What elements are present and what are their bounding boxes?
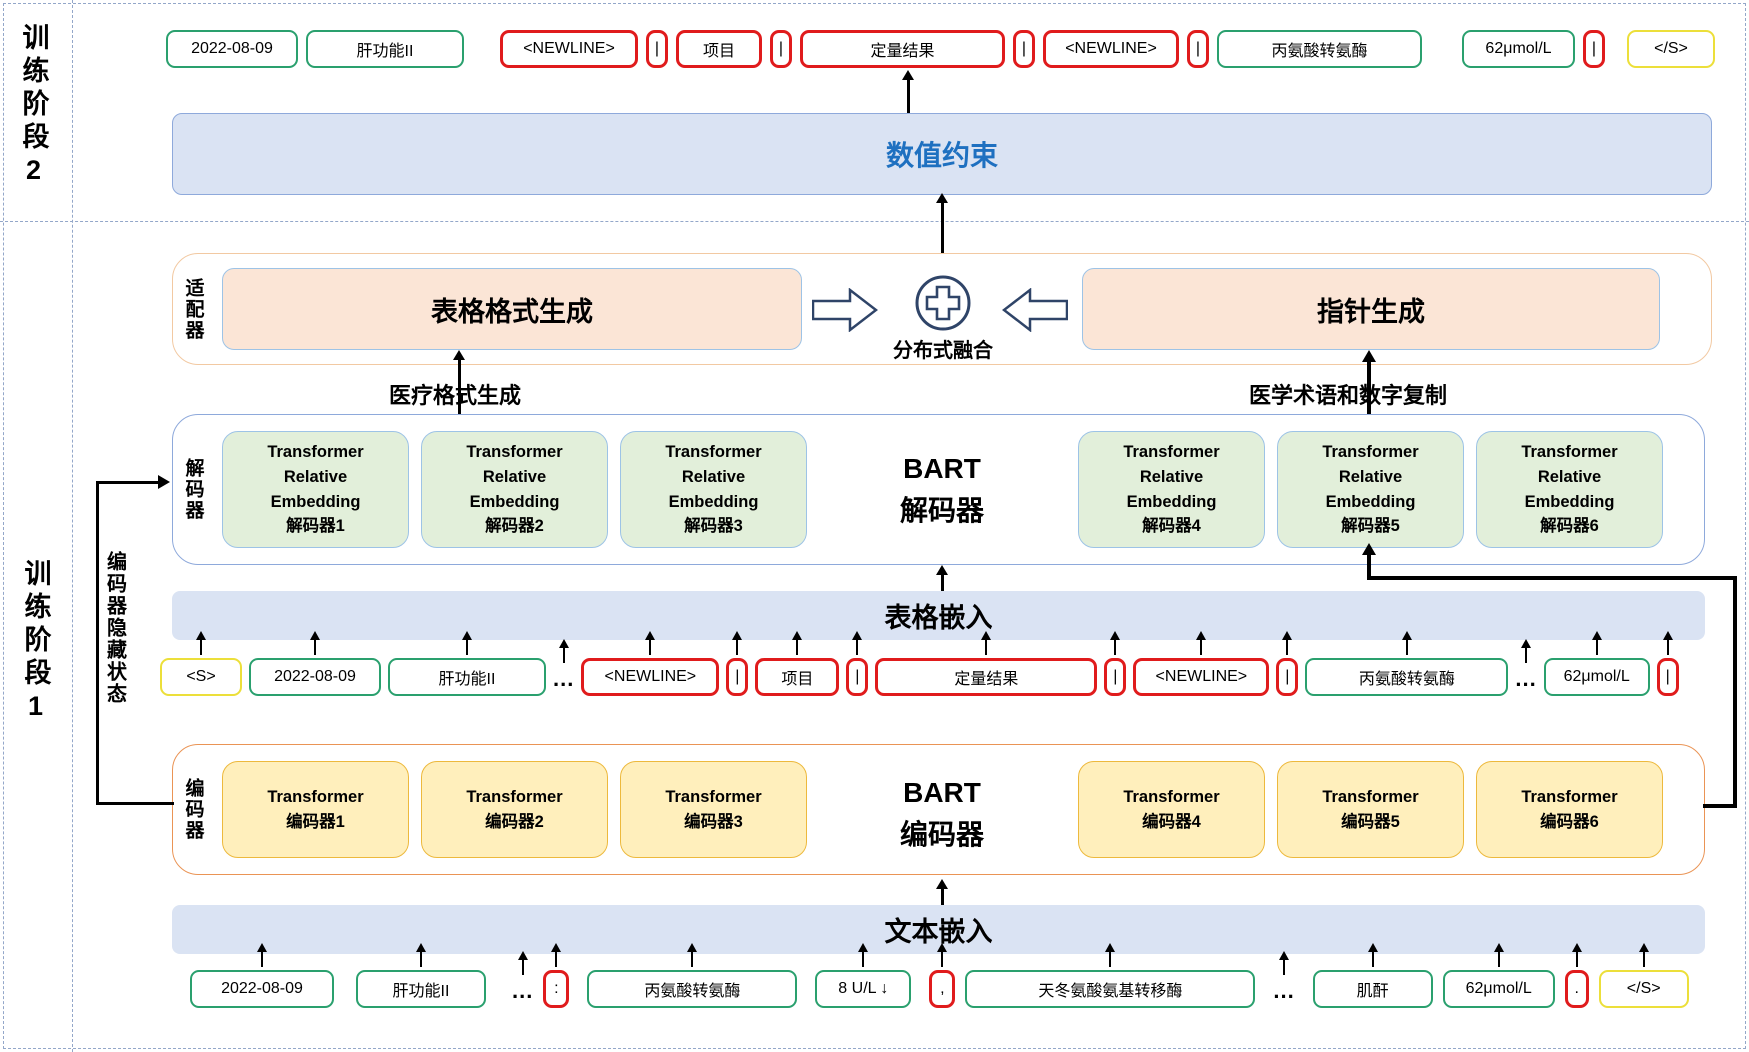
up-arrow [1367, 360, 1371, 430]
stage2-label: 训练阶段2 [18, 23, 49, 191]
skip-connection-path [1367, 576, 1737, 580]
token: 定量结果 [875, 658, 1098, 696]
token: | [1187, 30, 1209, 68]
token: | [1104, 658, 1127, 696]
bart-decoder-label: BART 解码器 [899, 453, 985, 526]
token: | [726, 658, 749, 696]
medical-format-label: 医疗格式生成 [388, 383, 522, 408]
up-arrow [907, 80, 910, 113]
up-arrow [458, 360, 461, 414]
token: <S> [160, 658, 242, 696]
token: , [929, 970, 956, 1008]
encoder-block-6: Transformer 编码器6 [1476, 761, 1663, 858]
token: 62μmol/L [1442, 970, 1555, 1008]
token: 肝功能II [306, 30, 464, 68]
token: | [846, 658, 869, 696]
token: 62μmol/L [1462, 30, 1575, 68]
fusion-plus-icon [915, 275, 971, 331]
token: 8 U/L ↓ [815, 970, 912, 1008]
encoder-hidden-path [96, 802, 174, 805]
table-token-row: <S> 2022-08-09 肝功能II ... <NEWLINE> | 项目 … [160, 640, 1705, 696]
token: <NEWLINE> [1043, 30, 1179, 68]
up-arrow [941, 889, 944, 905]
term-number-copy-label: 医学术语和数字复制 [1248, 383, 1448, 408]
token: . [1564, 970, 1589, 1008]
decoder-block-5: Transformer Relative Embedding 解码器5 [1277, 431, 1464, 548]
token: 62μmol/L [1543, 658, 1650, 696]
encoder-side-label: 编码器 [182, 778, 204, 841]
table-format-generation-box: 表格格式生成 [222, 268, 802, 350]
decoder-block-2: Transformer Relative Embedding 解码器2 [421, 431, 608, 548]
skip-connection-path [1703, 804, 1737, 808]
token: <NEWLINE> [500, 30, 638, 68]
ellipsis-token: ... [553, 666, 575, 691]
up-arrow [941, 575, 944, 591]
up-arrow [941, 203, 944, 276]
ellipsis-token: ... [1273, 978, 1295, 1003]
decoder-block-3: Transformer Relative Embedding 解码器3 [620, 431, 807, 548]
block-arrow-left-icon [1002, 288, 1068, 332]
encoder-block-2: Transformer 编码器2 [421, 761, 608, 858]
token: 定量结果 [800, 30, 1005, 68]
token: </S> [1627, 30, 1715, 68]
token: | [646, 30, 668, 68]
right-arrowhead [158, 475, 170, 489]
ellipsis-token: ... [1515, 666, 1537, 691]
token: | [1583, 30, 1605, 68]
skip-connection-path [1367, 554, 1371, 580]
token: 项目 [676, 30, 762, 68]
stage-divider-horizontal [0, 221, 1749, 222]
encoder-hidden-path [96, 481, 160, 484]
token: 2022-08-09 [249, 658, 381, 696]
decoder-side-label: 解码器 [182, 458, 204, 521]
token: 丙氨酸转氨酶 [587, 970, 798, 1008]
table-embedding-bar: 表格嵌入 [172, 591, 1705, 640]
token: 项目 [755, 658, 840, 696]
token: 肝功能II [388, 658, 546, 696]
encoder-hidden-state-label: 编码器隐藏状态 [103, 551, 126, 705]
decoder-block-1: Transformer Relative Embedding 解码器1 [222, 431, 409, 548]
skip-connection-path [1733, 576, 1737, 808]
adapter-side-label: 适配器 [182, 277, 204, 341]
decoder-block-4: Transformer Relative Embedding 解码器4 [1078, 431, 1265, 548]
token: 肌酐 [1312, 970, 1433, 1008]
stage-divider-vertical [72, 0, 73, 1052]
distributed-fusion-label: 分布式融合 [893, 340, 993, 362]
pointer-generation-box: 指针生成 [1082, 268, 1660, 350]
input-token-row: 2022-08-09 肝功能II ... : 丙氨酸转氨酶 8 U/L ↓ , … [190, 952, 1702, 1008]
token: 肝功能II [356, 970, 486, 1008]
ellipsis-token: ... [512, 978, 534, 1003]
token: </S> [1598, 970, 1689, 1008]
encoder-block-1: Transformer 编码器1 [222, 761, 409, 858]
up-arrowhead [1362, 543, 1376, 555]
token: <NEWLINE> [581, 658, 720, 696]
numeric-constraint-box: 数值约束 [172, 113, 1712, 195]
bart-encoder-label: BART 编码器 [899, 777, 985, 850]
decoder-block-6: Transformer Relative Embedding 解码器6 [1476, 431, 1663, 548]
stage1-label: 训练阶段1 [20, 559, 51, 727]
token: 2022-08-09 [190, 970, 334, 1008]
token: | [1013, 30, 1035, 68]
token: 天冬氨酸氨基转移酶 [965, 970, 1256, 1008]
token: 2022-08-09 [166, 30, 298, 68]
encoder-block-5: Transformer 编码器5 [1277, 761, 1464, 858]
token: | [770, 30, 792, 68]
token: <NEWLINE> [1133, 658, 1270, 696]
token: 丙氨酸转氨酶 [1217, 30, 1422, 68]
token: : [543, 970, 570, 1008]
block-arrow-right-icon [812, 288, 878, 332]
token: 丙氨酸转氨酶 [1305, 658, 1509, 696]
output-token-row: 2022-08-09 肝功能II <NEWLINE> | 项目 | 定量结果 |… [166, 30, 1722, 68]
encoder-block-3: Transformer 编码器3 [620, 761, 807, 858]
encoder-block-4: Transformer 编码器4 [1078, 761, 1265, 858]
token: | [1656, 658, 1679, 696]
encoder-hidden-path [96, 481, 99, 805]
token: | [1276, 658, 1299, 696]
